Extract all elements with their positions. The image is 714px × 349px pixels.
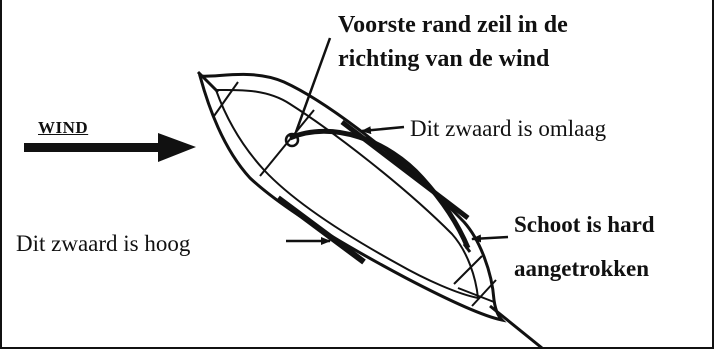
sheet-label-line2: aangetrokken (514, 256, 650, 281)
leeboard-lowered (340, 120, 470, 220)
hull-outline (197, 72, 507, 323)
board-up-label: Dit zwaard is hoog (16, 231, 191, 256)
sheet-label-line1: Schoot is hard (514, 212, 655, 237)
stern-thwart (453, 255, 483, 285)
bow-thwart (213, 81, 239, 117)
leading-edge-label-line1: Voorste rand zeil in de (338, 12, 568, 38)
bow-tip (196, 70, 220, 94)
stern-cross (457, 287, 495, 303)
wind-arrow (24, 133, 196, 162)
leading-edge-pointer (294, 37, 332, 133)
board-down-label: Dit zwaard is omlaag (410, 116, 607, 141)
wind-label: WIND (38, 118, 89, 137)
board-down-arrow (361, 125, 405, 135)
stern-tail (489, 304, 543, 349)
sheet-arrow (471, 234, 509, 243)
mast (284, 132, 300, 148)
sail (289, 128, 471, 249)
leading-edge-label-line2: richting van de wind (338, 46, 550, 72)
stern-thwart-2 (471, 279, 497, 307)
sheet-line (462, 243, 472, 253)
leeboard-raised (276, 195, 366, 265)
